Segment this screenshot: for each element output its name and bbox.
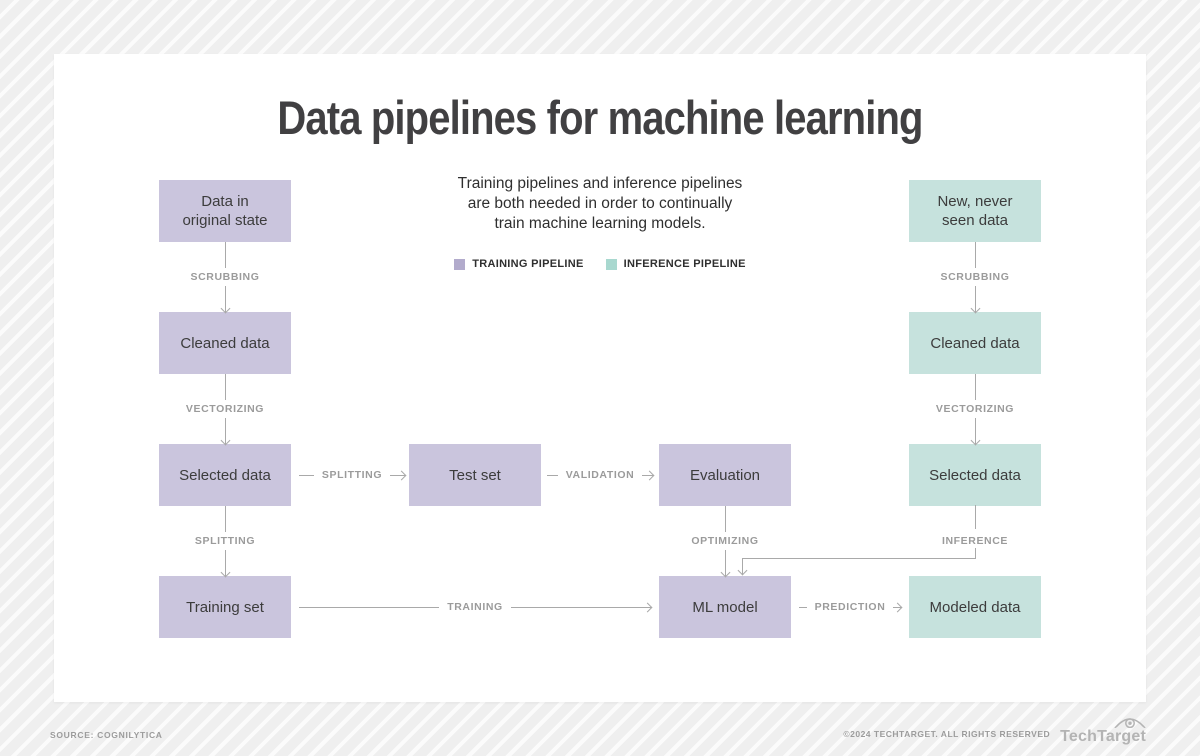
connector-line xyxy=(974,374,976,400)
edge-label: SPLITTING xyxy=(321,469,383,481)
edge-label: VECTORIZING xyxy=(185,403,265,415)
edge-label: VALIDATION xyxy=(565,469,635,481)
techtarget-logo-text: TechTarget xyxy=(1060,728,1146,745)
arrowhead-down-icon xyxy=(224,286,226,312)
connector-line xyxy=(224,506,226,532)
edge-label: PREDICTION xyxy=(814,601,886,613)
legend-item-inference: INFERENCE PIPELINE xyxy=(605,258,746,270)
arrowhead-down-icon xyxy=(724,550,726,576)
techtarget-eye-icon xyxy=(1114,718,1146,728)
connector-line xyxy=(299,474,314,476)
edge-label: OPTIMIZING xyxy=(691,535,759,547)
connector-line xyxy=(724,506,726,532)
connector-line xyxy=(974,242,976,268)
legend-item-training: TRAINING PIPELINE xyxy=(454,258,583,270)
techtarget-logo: TechTarget xyxy=(1060,715,1146,746)
training-swatch-icon xyxy=(454,258,466,270)
node-cleaned-data-inference: Cleaned data xyxy=(909,312,1041,374)
connector-line xyxy=(547,474,558,476)
node-selected-data-inference: Selected data xyxy=(909,444,1041,506)
inference-swatch-icon xyxy=(605,258,617,270)
arrowhead-right-icon xyxy=(510,606,652,608)
copyright-text: ©2024 TECHTARGET. ALL RIGHTS RESERVED xyxy=(843,729,1051,739)
edge-label: TRAINING xyxy=(447,601,503,613)
pipeline-legend: TRAINING PIPELINE INFERENCE PIPELINE xyxy=(54,258,1146,270)
edge-label: SCRUBBING xyxy=(190,271,260,283)
edge-label: VECTORIZING xyxy=(935,403,1015,415)
intro-text: Training pipelines and inference pipelin… xyxy=(457,175,743,232)
node-evaluation: Evaluation xyxy=(659,444,791,506)
connector-line xyxy=(224,242,226,268)
edge-prediction: PREDICTION xyxy=(799,597,902,617)
connector-line xyxy=(975,548,976,559)
arrowhead-right-icon xyxy=(642,474,654,476)
edge-optimizing: OPTIMIZING xyxy=(665,506,785,576)
connector-line xyxy=(799,606,807,608)
edge-scrubbing-inference: SCRUBBING xyxy=(915,242,1035,312)
edge-label: SPLITTING xyxy=(194,535,256,547)
edge-validation: VALIDATION xyxy=(547,465,654,485)
arrowhead-down-icon xyxy=(974,286,976,312)
connector-line xyxy=(224,374,226,400)
node-data-in-original-state: Data in original state xyxy=(159,180,291,242)
node-training-set: Training set xyxy=(159,576,291,638)
edge-vectorizing-inference: VECTORIZING xyxy=(915,374,1035,444)
node-ml-model: ML model xyxy=(659,576,791,638)
node-cleaned-data-training: Cleaned data xyxy=(159,312,291,374)
edge-inference: INFERENCE xyxy=(742,505,1007,576)
node-test-set: Test set xyxy=(409,444,541,506)
edge-splitting-right: SPLITTING xyxy=(299,465,406,485)
edge-vectorizing-training: VECTORIZING xyxy=(165,374,285,444)
connector-line xyxy=(299,606,440,608)
edge-label: INFERENCE xyxy=(941,535,1009,547)
edge-label: SCRUBBING xyxy=(940,271,1010,283)
source-credit: SOURCE: COGNILYTICA xyxy=(50,730,163,740)
arrowhead-right-icon xyxy=(390,474,406,476)
node-selected-data-training: Selected data xyxy=(159,444,291,506)
page-title: Data pipelines for machine learning xyxy=(277,91,923,144)
arrowhead-down-icon xyxy=(742,558,743,574)
edge-scrubbing-training: SCRUBBING xyxy=(165,242,285,312)
arrowhead-down-icon xyxy=(224,550,226,576)
arrowhead-down-icon xyxy=(224,418,226,444)
legend-label-training: TRAINING PIPELINE xyxy=(472,258,584,270)
arrowhead-right-icon xyxy=(893,606,902,608)
infographic-card: Data pipelines for machine learning Trai… xyxy=(54,54,1146,702)
edge-splitting-down: SPLITTING xyxy=(165,506,285,576)
node-new-never-seen-data: New, never seen data xyxy=(909,180,1041,242)
node-modeled-data: Modeled data xyxy=(909,576,1041,638)
connector-line xyxy=(975,505,976,529)
footer-right: ©2024 TECHTARGET. ALL RIGHTS RESERVED Te… xyxy=(843,710,1146,746)
legend-label-inference: INFERENCE PIPELINE xyxy=(623,258,746,270)
arrowhead-down-icon xyxy=(974,418,976,444)
connector-line xyxy=(742,558,976,559)
edge-training: TRAINING xyxy=(299,597,652,617)
